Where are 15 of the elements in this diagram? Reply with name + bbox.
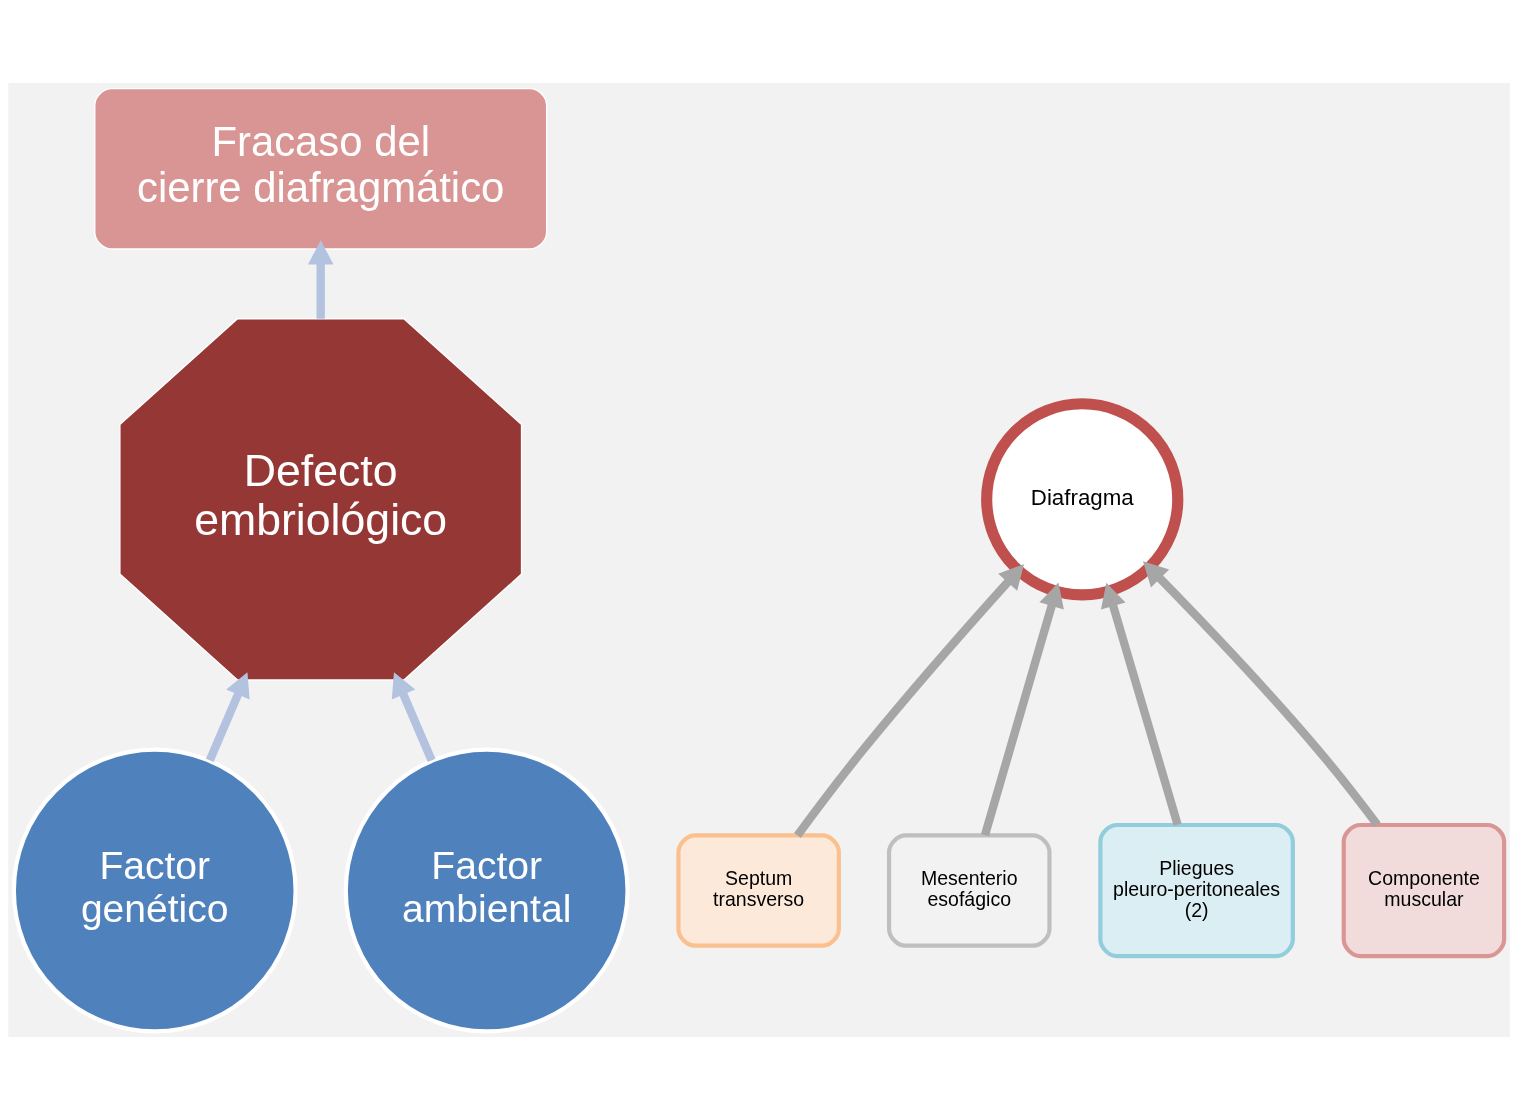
node-circle: Factor genético [11, 747, 298, 1033]
arrow [205, 671, 250, 762]
node-box: Septum transverso [676, 832, 841, 948]
node-box: Fracaso del cierre diafragmático [94, 87, 548, 250]
node-box: Mesenterio esofágico [886, 832, 1052, 948]
arrow [1143, 560, 1381, 827]
arrow [794, 563, 1024, 838]
arrow [980, 582, 1064, 836]
arrow [1100, 582, 1182, 826]
arrow [307, 239, 334, 319]
node-box: Pliegues pleuro-peritoneales (2) [1098, 822, 1295, 958]
node-box: Componente muscular [1341, 822, 1507, 958]
arrow [391, 671, 436, 762]
node-circle: Diafragma [981, 397, 1184, 600]
node-circle: Factor ambiental [343, 747, 630, 1033]
